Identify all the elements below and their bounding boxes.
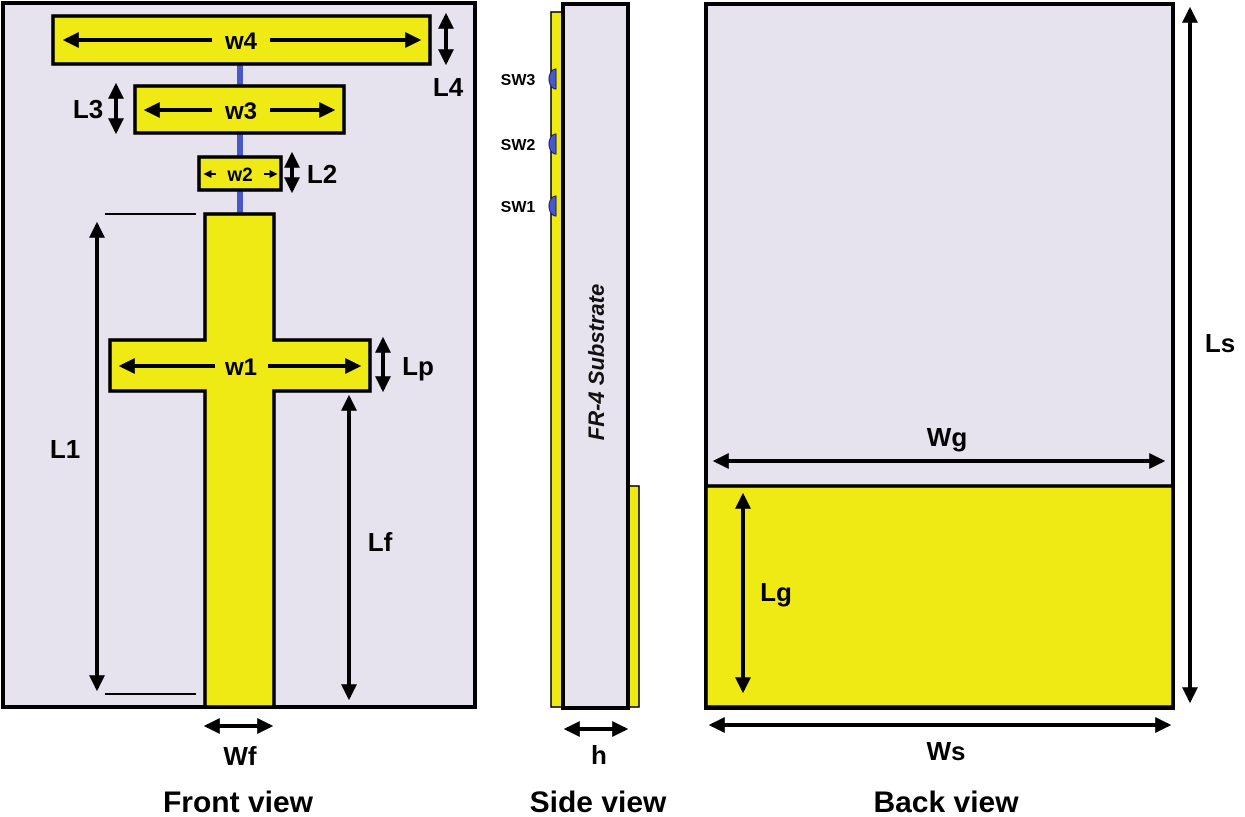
- label-L2: L2: [307, 159, 337, 189]
- caption-front-view: Front view: [163, 786, 314, 817]
- label-Wg: Wg: [927, 422, 967, 452]
- label-w2: w2: [226, 165, 252, 186]
- caption-side-view: Side view: [530, 786, 667, 817]
- side-view: SW3 SW2 SW1 FR-4 Substrate h Side view: [501, 2, 667, 817]
- label-Ls: Ls: [1205, 328, 1235, 358]
- switch-sw1-marker: [548, 195, 557, 217]
- label-SW2: SW2: [501, 137, 536, 154]
- back-view: Wg Lg Ls Ws Back view: [704, 2, 1235, 817]
- label-L3: L3: [73, 94, 103, 124]
- label-Lf: Lf: [368, 527, 393, 557]
- label-SW3: SW3: [501, 72, 536, 89]
- label-fr4-substrate: FR-4 Substrate: [584, 284, 609, 440]
- caption-back-view: Back view: [873, 786, 1019, 817]
- label-Ws: Ws: [927, 736, 966, 766]
- label-w3: w3: [224, 98, 257, 125]
- label-SW1: SW1: [501, 199, 536, 216]
- cross-patch-feed: [108, 212, 372, 709]
- ground-plane: [704, 484, 1175, 709]
- label-Wf: Wf: [223, 741, 257, 771]
- front-view: w4 L4 w3 L3 w2 L2 w1 Lp L1 Lf: [1, 1, 477, 817]
- side-substrate: [561, 2, 630, 710]
- switch-sw2-marker: [548, 133, 557, 155]
- label-Lp: Lp: [402, 351, 434, 381]
- label-L4: L4: [433, 72, 464, 102]
- label-w1: w1: [224, 354, 257, 381]
- switch-sw3-marker: [548, 68, 557, 90]
- label-w4: w4: [224, 28, 258, 55]
- label-Lg: Lg: [760, 577, 792, 607]
- label-L1: L1: [50, 434, 80, 464]
- label-h: h: [591, 740, 607, 770]
